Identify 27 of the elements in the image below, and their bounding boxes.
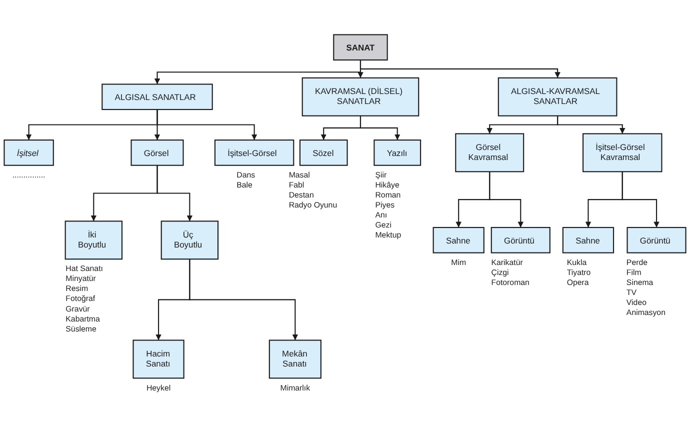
node-label: ALGISAL-KAVRAMSAL SANATLAR <box>511 86 600 107</box>
node-label: Hacim Sanatı <box>146 349 170 370</box>
node-label: Mekân Sanatı <box>282 349 308 370</box>
arrow <box>360 116 400 140</box>
node-label: Görsel <box>144 148 169 159</box>
node-label: İşitsel <box>16 148 38 159</box>
node-label: Üç Boyutlu <box>174 230 202 250</box>
node-label: KAVRAMSAL (DİLSEL) SANATLAR <box>315 86 403 107</box>
node-label: İşitsel-Görsel <box>228 148 277 159</box>
node-label: ALGISAL SANATLAR <box>114 92 196 103</box>
node-label: Görsel Kavramsal <box>468 142 508 163</box>
node-label: Sözel <box>312 148 334 159</box>
arrow <box>489 172 524 228</box>
node-label: Görüntü <box>640 236 670 246</box>
arrow <box>360 60 560 78</box>
arrow <box>189 259 298 340</box>
arrow <box>622 172 660 228</box>
node-label: İşitsel-Görsel Kavramsal <box>596 142 645 163</box>
arrow <box>557 116 626 134</box>
node-label: Yazılı <box>386 148 408 159</box>
arrow <box>156 110 258 140</box>
node-label: Sahne <box>446 236 470 246</box>
node-label: İki Boyutlu <box>78 230 106 250</box>
node-label: Görüntü <box>504 236 534 246</box>
node-label: SANAT <box>346 43 375 54</box>
arrow <box>156 165 193 222</box>
node-label: Sahne <box>576 236 600 246</box>
